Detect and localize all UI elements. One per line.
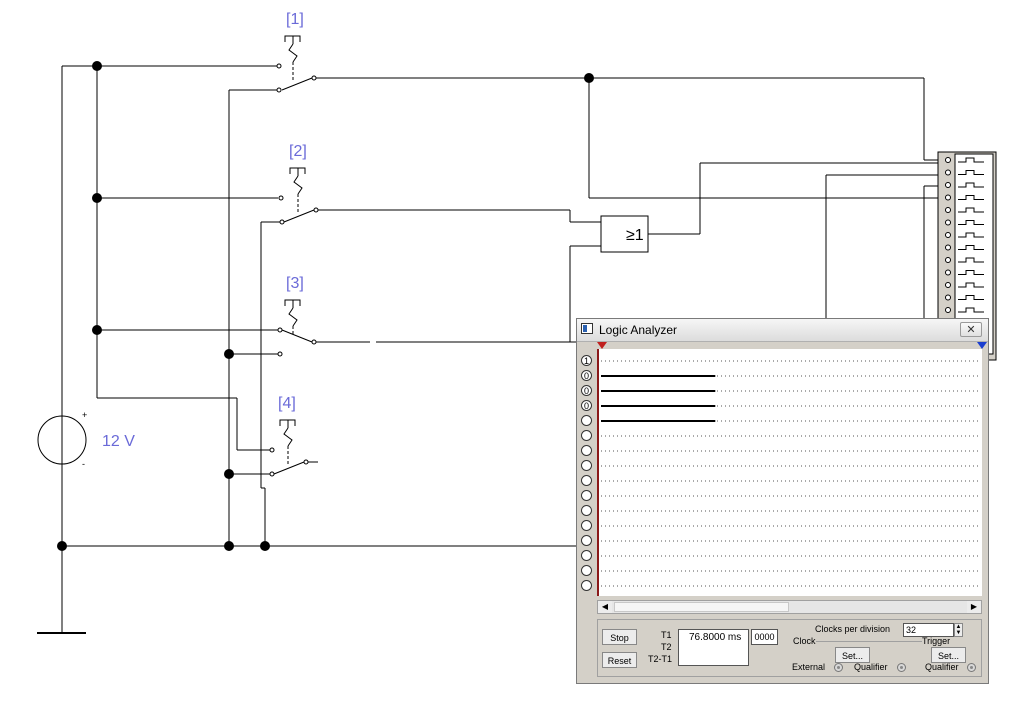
analyzer-mini-trace xyxy=(958,157,984,163)
channel-indicator xyxy=(581,445,592,456)
waveform-display[interactable] xyxy=(597,349,982,596)
channel-indicator xyxy=(581,505,592,516)
channel-indicator xyxy=(581,415,592,426)
analyzer-pin xyxy=(945,232,951,238)
analyzer-pin xyxy=(945,157,951,163)
channel-indicator: 0 xyxy=(581,385,592,396)
switch-3-label: [3] xyxy=(286,275,304,292)
reset-button[interactable]: Reset xyxy=(602,652,637,668)
clocks-per-division-spinner[interactable]: ▲▼ xyxy=(954,623,963,637)
channel-indicator: 0 xyxy=(581,370,592,381)
analyzer-mini-trace xyxy=(958,220,984,225)
analyzer-mini-trace xyxy=(958,270,984,275)
logic-analyzer-window[interactable]: Logic Analyzer ✕ 1 0 0 0 ◀ ▶ Stop Reset T1 … xyxy=(576,318,989,684)
channel-indicator xyxy=(581,460,592,471)
horizontal-scrollbar[interactable]: ◀ ▶ xyxy=(597,600,982,614)
analyzer-pin xyxy=(945,207,951,213)
channel-indicator: 0 xyxy=(581,400,592,411)
analyzer-mini-trace xyxy=(958,182,984,188)
trigger-set-button[interactable]: Set... xyxy=(931,647,966,663)
window-title: Logic Analyzer xyxy=(599,323,678,337)
scroll-right-icon[interactable]: ▶ xyxy=(967,601,981,613)
scroll-left-icon[interactable]: ◀ xyxy=(598,601,612,613)
analyzer-mini-trace xyxy=(958,307,984,313)
t2-t1-label: T2-T1 xyxy=(648,654,673,664)
channel-indicator xyxy=(581,520,592,531)
scrollbar-thumb[interactable] xyxy=(614,602,789,612)
analyzer-pin xyxy=(945,194,951,201)
clock-set-button[interactable]: Set... xyxy=(835,647,870,663)
channel-indicator xyxy=(581,580,592,591)
trigger-group-label: Trigger xyxy=(922,636,951,646)
analyzer-mini-trace xyxy=(958,282,984,288)
analyzer-mini-trace xyxy=(958,257,984,263)
t1-cursor-marker[interactable] xyxy=(597,342,607,349)
trigger-qualifier-label: Qualifier xyxy=(925,662,959,672)
logic-analyzer-app-icon xyxy=(581,323,593,334)
switch-2-label: [2] xyxy=(289,143,307,160)
analyzer-controls: Stop Reset T1 T2 T2-T1 76.8000 ms 0000 C… xyxy=(597,619,982,677)
switch-4-label: [4] xyxy=(278,395,296,412)
channel-indicator xyxy=(581,490,592,501)
waveform-traces xyxy=(601,360,980,587)
analyzer-mini-trace xyxy=(958,295,984,300)
external-label: External xyxy=(792,662,826,672)
time-readout-small: 0000 xyxy=(751,629,778,645)
channel-indicator xyxy=(581,475,592,486)
channel-indicator xyxy=(581,565,592,576)
or-gate-label: ≥1 xyxy=(626,227,644,244)
analyzer-pin xyxy=(945,307,951,313)
clock-qualifier-radio[interactable] xyxy=(897,663,906,672)
analyzer-pin xyxy=(945,294,951,301)
analyzer-mini-trace xyxy=(958,245,984,250)
clock-group-line xyxy=(816,641,878,642)
analyzer-mini-trace xyxy=(958,195,984,200)
channel-indicator: 1 xyxy=(581,355,592,366)
channel-indicator xyxy=(581,430,592,441)
trigger-qualifier-radio[interactable] xyxy=(967,663,976,672)
analyzer-pin xyxy=(945,269,951,276)
switch-1-label: [1] xyxy=(286,11,304,28)
analyzer-pin xyxy=(945,169,951,176)
t1-label: T1 xyxy=(661,630,672,640)
analyzer-pin xyxy=(945,219,951,226)
analyzer-pin xyxy=(945,244,951,251)
analyzer-mini-trace xyxy=(958,207,984,213)
analyzer-pin xyxy=(945,257,951,263)
analyzer-mini-trace xyxy=(958,232,984,238)
clocks-per-division-label: Clocks per division xyxy=(815,624,891,634)
analyzer-pin xyxy=(945,282,951,288)
close-icon[interactable]: ✕ xyxy=(960,322,982,337)
clocks-per-division-input[interactable]: 32 xyxy=(903,623,954,637)
logic-analyzer-titlebar[interactable]: Logic Analyzer ✕ xyxy=(577,319,988,342)
clock-group-label: Clock xyxy=(793,636,816,646)
external-radio[interactable] xyxy=(834,663,843,672)
t1-value: 76.8000 ms xyxy=(689,632,742,643)
analyzer-pin xyxy=(945,182,951,188)
source-voltage-label: 12 V xyxy=(102,433,135,450)
source-plus-sign: + xyxy=(82,410,87,420)
stop-button[interactable]: Stop xyxy=(602,629,637,645)
time-readout-field: 76.8000 ms xyxy=(678,629,749,666)
channel-indicator xyxy=(581,535,592,546)
trigger-group-line xyxy=(878,641,922,642)
t2-label: T2 xyxy=(661,642,672,652)
clock-qualifier-label: Qualifier xyxy=(854,662,888,672)
channel-indicator xyxy=(581,550,592,561)
source-minus-sign: - xyxy=(82,459,85,469)
analyzer-mini-trace xyxy=(958,170,984,175)
t2-cursor-marker[interactable] xyxy=(977,342,987,349)
